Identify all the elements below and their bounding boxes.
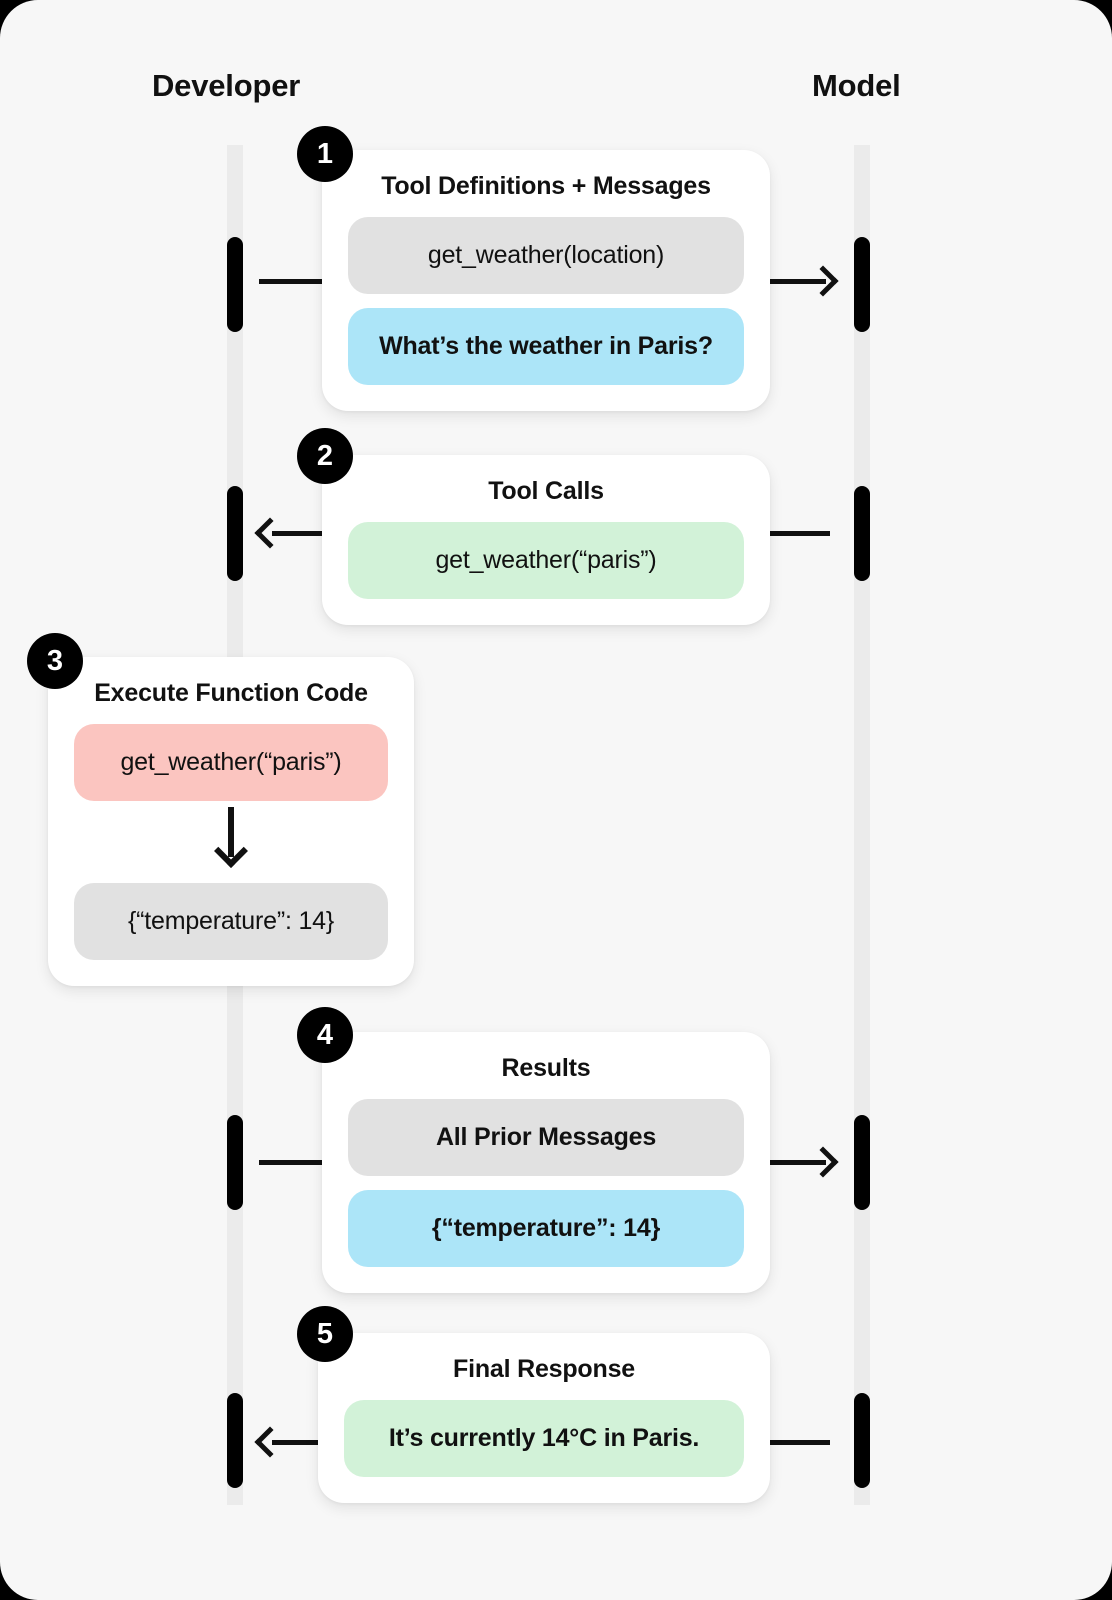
activation-bar-developer-step5 (227, 1393, 243, 1488)
step-badge-1: 1 (297, 126, 353, 182)
activation-bar-model-step5 (854, 1393, 870, 1488)
activation-bar-model-step2 (854, 486, 870, 581)
step-2-bubble-tool-call: get_weather(“paris”) (348, 522, 744, 599)
step-badge-2: 2 (297, 428, 353, 484)
step-3-title: Execute Function Code (94, 679, 368, 707)
step-badge-4: 4 (297, 1007, 353, 1063)
down-arrow-icon (74, 807, 388, 869)
step-3-bubble-function-result: {“temperature”: 14} (74, 883, 388, 960)
step-3-bubble-function-invocation: get_weather(“paris”) (74, 724, 388, 801)
arrow-head-step5-left-icon (254, 1426, 286, 1458)
step-2-title: Tool Calls (488, 477, 604, 505)
step-5-bubble-final-answer: It’s currently 14°C in Paris. (344, 1400, 744, 1477)
arrow-head-step4-right-icon (807, 1146, 839, 1178)
step-1-bubble-tool-definition: get_weather(location) (348, 217, 744, 294)
arrow-step2-left-segment (272, 531, 330, 536)
step-badge-3: 3 (27, 633, 83, 689)
lifeline-model (854, 145, 870, 1505)
arrow-step4-left-segment (259, 1160, 327, 1165)
arrow-head-step2-left-icon (254, 517, 286, 549)
step-badge-5: 5 (297, 1306, 353, 1362)
arrow-head-step1-right-icon (807, 265, 839, 297)
activation-bar-model-step1 (854, 237, 870, 332)
arrow-step5-left-segment (272, 1440, 326, 1445)
step-4-bubble-prior-messages: All Prior Messages (348, 1099, 744, 1176)
step-card-4[interactable]: Results All Prior Messages {“temperature… (322, 1032, 770, 1293)
activation-bar-developer-step4 (227, 1115, 243, 1210)
arrow-step5-right-segment (768, 1440, 830, 1445)
step-card-1[interactable]: Tool Definitions + Messages get_weather(… (322, 150, 770, 411)
activation-bar-developer-step1 (227, 237, 243, 332)
step-4-bubble-tool-result: {“temperature”: 14} (348, 1190, 744, 1267)
step-5-title: Final Response (453, 1355, 635, 1383)
column-header-developer: Developer (152, 68, 301, 103)
step-1-bubble-user-message: What’s the weather in Paris? (348, 308, 744, 385)
step-card-3[interactable]: Execute Function Code get_weather(“paris… (48, 657, 414, 986)
arrow-step1-left-segment (259, 279, 327, 284)
step-4-title: Results (501, 1054, 591, 1082)
step-card-5[interactable]: Final Response It’s currently 14°C in Pa… (318, 1333, 770, 1503)
step-card-2[interactable]: Tool Calls get_weather(“paris”) (322, 455, 770, 625)
step-1-title: Tool Definitions + Messages (381, 172, 711, 200)
activation-bar-developer-step2 (227, 486, 243, 581)
activation-bar-model-step4 (854, 1115, 870, 1210)
arrow-step2-right-segment (768, 531, 830, 536)
arrow-step4-right-segment (768, 1160, 826, 1165)
arrow-step1-right-segment (768, 279, 826, 284)
column-header-model: Model (812, 68, 901, 103)
